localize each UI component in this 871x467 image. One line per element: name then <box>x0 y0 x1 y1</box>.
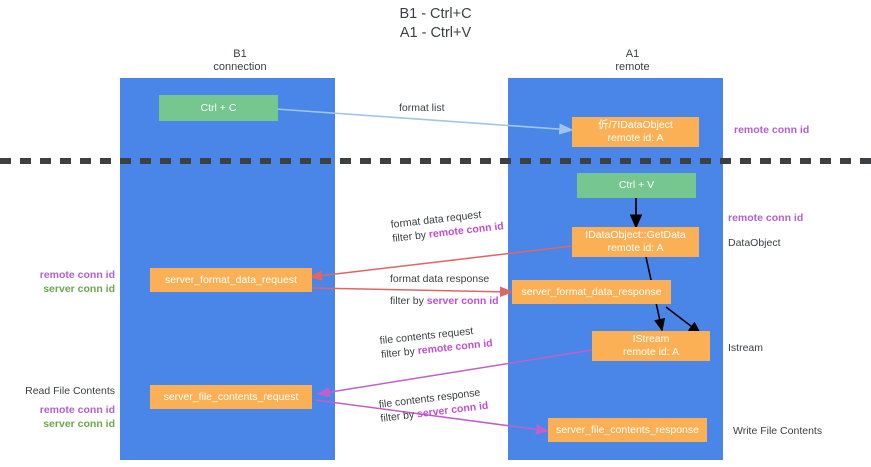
note-left-server-conn-id: server conn id <box>43 283 115 295</box>
node-idataobject[interactable]: 伒/7IDataObject remote id: A <box>572 117 699 147</box>
column-header-b1: B1 connection <box>150 48 330 74</box>
node-server-file-contents-request[interactable]: server_file_contents_request <box>150 385 312 409</box>
node-idataobject-getdata-remote-id: remote id: A <box>607 242 664 254</box>
node-idataobject-remote-id: remote id: A <box>607 132 664 144</box>
connector-response-to-istream <box>665 306 702 334</box>
connector-format-data-request <box>308 245 573 281</box>
edge-label-format-data-response-line-1: format data response <box>390 273 490 285</box>
node-server-format-data-request[interactable]: server_format_data_request <box>150 268 312 292</box>
node-server-file-contents-request-label: server_file_contents_request <box>163 390 299 403</box>
node-server-file-contents-response[interactable]: server_file_contents_response <box>548 418 707 442</box>
note-read-file-contents-group: Read File Contents remote conn id server… <box>0 384 115 431</box>
page-title-line-1: B1 - Ctrl+C <box>399 6 472 22</box>
connector-file-contents-response <box>314 399 550 435</box>
edge-label-format-list-line-1: format list <box>399 102 445 114</box>
node-istream[interactable]: IStream remote id: A <box>592 331 710 361</box>
node-idataobject-getdata-label: IDataObject::GetData <box>585 229 686 241</box>
note-left-conn-ids: remote conn id server conn id <box>0 268 115 296</box>
node-server-format-data-request-label: server_format_data_request <box>165 273 297 286</box>
node-server-file-contents-response-label: server_file_contents_response <box>555 423 699 436</box>
highlight-server-conn-id: server conn id <box>426 295 499 307</box>
column-header-a1: A1 remote <box>535 48 730 74</box>
page-title: B1 - Ctrl+C A1 - Ctrl+V <box>0 5 871 43</box>
connector-format-data-response <box>311 286 514 298</box>
column-header-a1-role: remote <box>615 61 650 73</box>
node-istream-label: IStream <box>632 333 670 345</box>
connector-format-list <box>275 108 574 135</box>
note-remote-conn-id-mid: remote conn id <box>728 212 804 224</box>
node-idataobject-label: 伒/7IDataObject <box>598 119 673 131</box>
connector-file-contents-request <box>316 349 593 398</box>
column-header-a1-name: A1 <box>625 48 640 60</box>
page-title-line-2: A1 - Ctrl+V <box>399 25 472 41</box>
edge-label-format-data-response-line-2: filter by server conn id <box>390 295 499 307</box>
node-ctrl-v[interactable]: Ctrl + V <box>577 173 696 198</box>
node-ctrl-c[interactable]: Ctrl + C <box>159 95 278 121</box>
node-server-format-data-response-label: server_format_data_response <box>521 285 662 298</box>
note-write-file-contents: Write File Contents <box>733 425 823 437</box>
note-remote-conn-id-top: remote conn id <box>734 124 810 136</box>
node-ctrl-c-label: Ctrl + C <box>200 101 237 114</box>
node-server-format-data-response[interactable]: server_format_data_response <box>512 280 671 304</box>
column-header-b1-name: B1 <box>233 48 247 60</box>
node-idataobject-getdata[interactable]: IDataObject::GetData remote id: A <box>572 227 699 257</box>
note-read-remote-conn-id: remote conn id <box>39 404 115 416</box>
note-istream: Istream <box>728 342 764 354</box>
note-read-file-contents: Read File Contents <box>25 385 115 397</box>
column-header-b1-role: connection <box>213 61 267 73</box>
note-read-server-conn-id: server conn id <box>43 418 115 430</box>
edge-label-format-list: format list <box>399 101 445 115</box>
edge-label-format-data-response: format data response filter by server co… <box>390 272 499 308</box>
node-istream-remote-id: remote id: A <box>622 346 680 358</box>
note-dataobject: DataObject <box>728 237 781 249</box>
note-left-remote-conn-id: remote conn id <box>39 269 115 281</box>
node-ctrl-v-label: Ctrl + V <box>618 179 655 191</box>
